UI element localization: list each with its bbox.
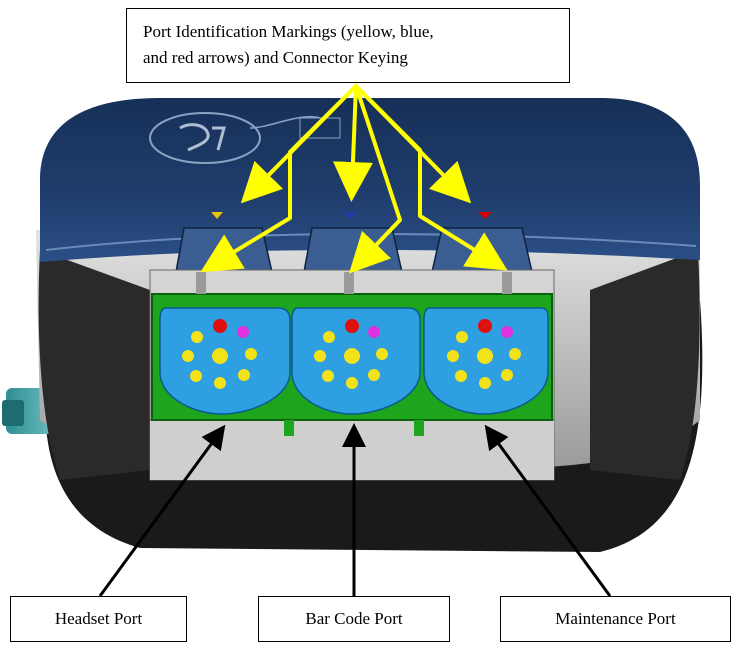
housing-right-side xyxy=(590,250,700,480)
callout-line-2: and red arrows) and Connector Keying xyxy=(143,45,555,71)
maintenance-port-callout: Maintenance Port xyxy=(500,596,731,642)
keying-tabs xyxy=(176,228,532,272)
headset-port-callout: Headset Port xyxy=(10,596,187,642)
callout-line-1: Port Identification Markings (yellow, bl… xyxy=(143,19,555,45)
port-markings-callout: Port Identification Markings (yellow, bl… xyxy=(126,8,570,83)
barcode-port-callout: Bar Code Port xyxy=(258,596,450,642)
housing-left-side xyxy=(39,250,150,480)
